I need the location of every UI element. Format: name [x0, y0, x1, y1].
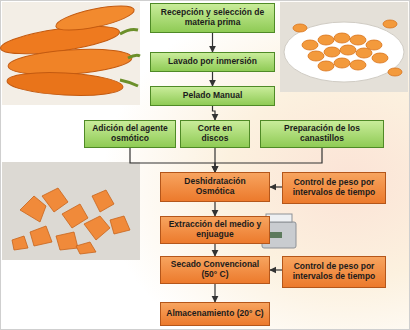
- preparation-step-box: Pelado Manual: [150, 86, 275, 106]
- preparation-step-box: Preparación de los canastillos: [260, 120, 384, 148]
- step-label: Lavado por inmersión: [168, 57, 257, 67]
- flow-arrow: [212, 72, 213, 86]
- flow-arrow: [130, 148, 215, 172]
- preparation-step-box: Recepción y selección de materia prima: [150, 3, 275, 33]
- carrot: [54, 1, 136, 35]
- flow-arrow: [215, 148, 322, 172]
- flow-arrow: [212, 33, 213, 52]
- flow-arrow: [213, 106, 216, 120]
- step-label: Extracción del medio y enjuague: [165, 220, 265, 240]
- photo-ground: [280, 2, 408, 92]
- step-label: Corte en discos: [185, 124, 245, 144]
- scale-display: [268, 232, 282, 238]
- step-label: Secado Convencional (50° C): [165, 260, 265, 280]
- plate: [284, 22, 404, 82]
- process-step-box: Secado Convencional (50° C): [160, 256, 270, 284]
- carrot-slices-photo: [280, 2, 408, 92]
- process-step-box: Deshidratación Osmótica: [160, 172, 270, 202]
- preparation-step-box: Adición del agente osmótico: [84, 120, 176, 148]
- flow-arrow: [214, 202, 215, 216]
- flow-arrow: [270, 269, 282, 270]
- flow-arrow: [214, 244, 215, 256]
- photo-ground: [2, 162, 140, 260]
- process-step-box: Control de peso por intervalos de tiempo: [282, 256, 386, 288]
- dried-chips-photo: [2, 162, 140, 260]
- step-label: Almacenamiento (20° C): [166, 309, 263, 319]
- flow-arrow: [270, 186, 282, 187]
- carrot-tops: [120, 30, 140, 87]
- preparation-step-box: Lavado por inmersión: [150, 52, 275, 72]
- flow-arrow: [214, 284, 215, 302]
- step-label: Pelado Manual: [183, 91, 243, 101]
- carrots-photo: [0, 1, 140, 105]
- step-label: Deshidratación Osmótica: [165, 177, 265, 197]
- step-label: Control de peso por intervalos de tiempo: [287, 262, 381, 282]
- step-label: Recepción y selección de materia prima: [155, 8, 270, 28]
- process-step-box: Control de peso por intervalos de tiempo: [282, 172, 386, 204]
- step-label: Preparación de los canastillos: [265, 124, 379, 144]
- step-label: Adición del agente osmótico: [89, 124, 171, 144]
- preparation-step-box: Corte en discos: [180, 120, 250, 148]
- carrot-slices: [293, 20, 402, 76]
- carrot-chips: [12, 188, 130, 254]
- carrot: [7, 70, 124, 98]
- process-step-box: Almacenamiento (20° C): [160, 302, 270, 326]
- step-label: Control de peso por intervalos de tiempo: [287, 178, 381, 198]
- process-step-box: Extracción del medio y enjuague: [160, 216, 270, 244]
